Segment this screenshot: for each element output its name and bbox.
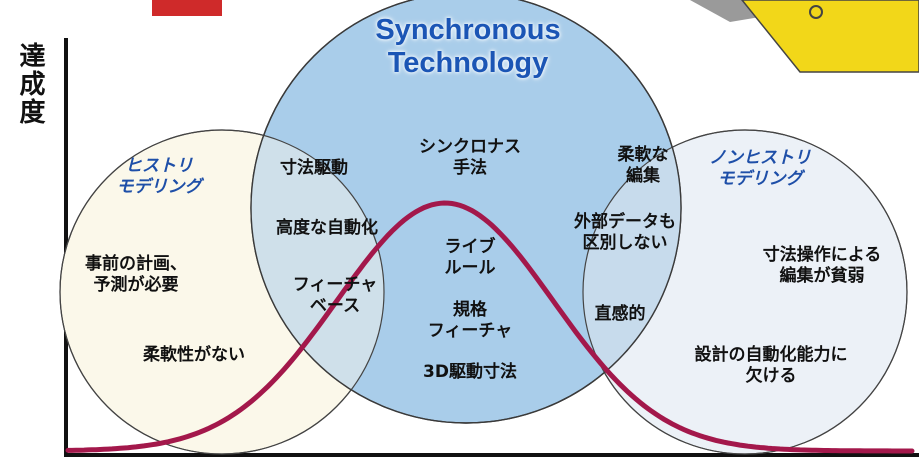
center-circle-outline (250, 0, 682, 424)
left-item-inflexible: 柔軟性がない (143, 345, 245, 365)
center-3d-driving-dimensions: 3D駆動寸法 (423, 362, 517, 382)
faint-background-text (595, 2, 613, 28)
overlap-dimension-driven: 寸法駆動 (280, 158, 348, 178)
center-synchronous-method: シンクロナス 手法 (419, 137, 521, 179)
yellow-part-illustration (741, 0, 919, 73)
part-hole-icon (809, 5, 823, 19)
overlap-external-data: 外部データも 区別しない (574, 212, 676, 254)
right-item-lacks-automation: 設計の自動化能力に 欠ける (694, 345, 848, 387)
title-line-2: Technology (387, 47, 549, 80)
achievement-bell-curve (65, 200, 915, 454)
history-modeling-heading: ヒストリ モデリング (116, 156, 202, 198)
non-history-modeling-heading: ノンヒストリ モデリング (709, 148, 811, 190)
center-live-rules: ライブ ルール (444, 237, 496, 279)
right-circle-outline (582, 129, 908, 455)
left-circle-outline (59, 129, 385, 455)
center-standard-features: 規格 フィーチャ (427, 300, 513, 342)
overlap-advanced-automation: 高度な自動化 (276, 218, 378, 238)
overlap-flexible-editing: 柔軟な 編集 (617, 145, 669, 187)
overlap-feature-based: フィーチャ ベース (292, 275, 378, 317)
y-axis-label: 達成度 (15, 42, 45, 126)
overlap-intuitive: 直感的 (594, 304, 646, 324)
diagram-title: Synchronous Technology (352, 14, 584, 81)
red-block-illustration (152, 0, 222, 16)
title-line-1: Synchronous (375, 14, 561, 46)
right-item-weak-editing: 寸法操作による 編集が貧弱 (762, 245, 882, 287)
left-item-planning: 事前の計画、 予測が必要 (85, 254, 187, 296)
